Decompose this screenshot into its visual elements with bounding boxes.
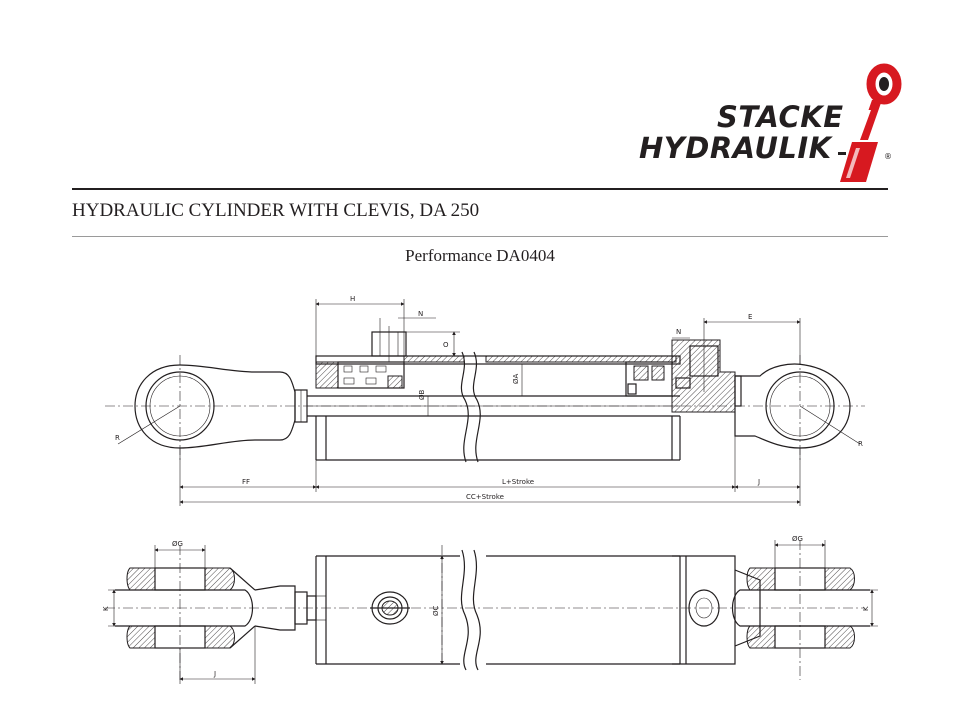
dim-label-r-right: R <box>858 440 863 448</box>
header-rule <box>72 188 888 190</box>
cylinder-barrel <box>315 351 681 463</box>
left-clevis <box>115 567 317 649</box>
piston-and-base <box>625 332 742 413</box>
gland-head <box>315 326 407 389</box>
dim-label-n-left: N <box>418 310 423 318</box>
right-eye <box>734 363 851 449</box>
logo-text-stacke: STACKE <box>717 100 844 134</box>
piston-rod <box>307 395 680 417</box>
dim-label-k-left: K <box>102 606 110 611</box>
top-view-section: H N O E N ØB ØA R R <box>105 295 865 506</box>
dim-label-j-top: J <box>757 478 760 486</box>
dim-label-h: H <box>350 295 355 303</box>
dim-label-cc-stroke: CC+Stroke <box>466 493 504 501</box>
performance-label: Performance DA0404 <box>405 246 555 265</box>
logo-text-hydraulik: HYDRAULIK <box>639 131 832 165</box>
dim-label-j-bottom: J <box>213 670 216 678</box>
page-title: HYDRAULIC CYLINDER WITH CLEVIS, DA 250 <box>72 200 480 221</box>
registered-mark: ® <box>884 152 892 161</box>
stacke-cylinder-logo-icon <box>838 63 902 182</box>
dim-label-o: O <box>443 341 449 349</box>
dim-label-r-left: R <box>115 434 120 442</box>
dim-label-ff: FF <box>242 478 250 486</box>
dim-label-c: ØC <box>432 605 440 616</box>
dim-label-e: E <box>748 313 752 321</box>
bottom-view: ØC ØG ØG <box>102 535 878 684</box>
title-rule <box>72 236 888 237</box>
left-eye <box>134 364 308 449</box>
dim-label-k-right: K <box>862 606 870 611</box>
dim-label-n-right: N <box>676 328 681 336</box>
dim-label-g-right: ØG <box>792 535 803 543</box>
dim-label-g-left: ØG <box>172 540 183 548</box>
dim-label-a: ØA <box>512 373 520 384</box>
dim-label-b: ØB <box>418 389 426 400</box>
barrel-side: ØC <box>315 549 736 671</box>
dim-label-l-stroke: L+Stroke <box>502 478 534 486</box>
